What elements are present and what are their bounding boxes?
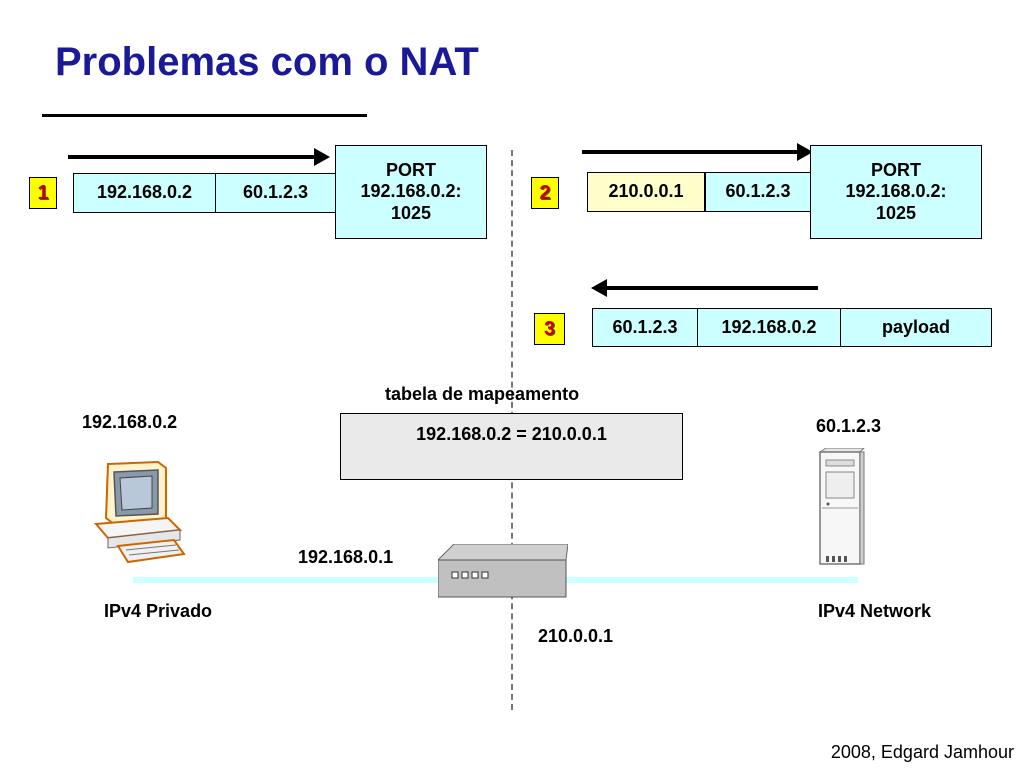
footer-credit: 2008, Edgard Jamhour: [830, 742, 1014, 762]
router-icon: [438, 544, 568, 598]
private-network-label: IPv4 Privado: [104, 601, 213, 621]
page-title: Problemas com o NAT: [55, 40, 479, 84]
mapping-entry: 192.168.0.2 = 210.0.0.1: [416, 424, 607, 444]
packet-2-dst: 60.1.2.3: [705, 172, 811, 212]
packet-3-badge: 3: [534, 313, 565, 345]
packet-3-dst: 192.168.0.2: [697, 308, 841, 347]
packet-2-port: PORT 192.168.0.2: 1025: [810, 145, 982, 239]
arrowhead-right-2: [797, 143, 813, 161]
packet-1-port: PORT 192.168.0.2: 1025: [335, 145, 487, 239]
title-underline: [42, 114, 367, 117]
packet-2-badge: 2: [531, 177, 559, 209]
public-network-label: IPv4 Network: [818, 601, 932, 621]
mapping-table: 192.168.0.2 = 210.0.0.1: [340, 413, 683, 480]
arrow-right-2: [582, 150, 802, 154]
mapping-table-caption: tabela de mapeamento: [385, 384, 580, 404]
server-icon: [818, 448, 865, 565]
router-outside-ip-label: 210.0.0.1: [538, 626, 614, 646]
computer-icon: [93, 460, 186, 564]
arrowhead-right-1: [314, 148, 330, 166]
arrowhead-left-3: [591, 279, 607, 297]
packet-1-dst: 60.1.2.3: [215, 173, 336, 213]
arrow-left-3: [604, 286, 818, 290]
packet-3-src: 60.1.2.3: [592, 308, 698, 347]
packet-1-src: 192.168.0.2: [73, 173, 216, 213]
packet-1-badge: 1: [29, 177, 57, 209]
packet-2-src: 210.0.0.1: [587, 172, 705, 212]
packet-3-payload: payload: [840, 308, 992, 347]
server-ip-label: 60.1.2.3: [816, 416, 882, 436]
client-ip-label: 192.168.0.2: [82, 412, 178, 432]
router-inside-ip-label: 192.168.0.1: [298, 547, 394, 567]
arrow-right-1: [68, 155, 318, 159]
